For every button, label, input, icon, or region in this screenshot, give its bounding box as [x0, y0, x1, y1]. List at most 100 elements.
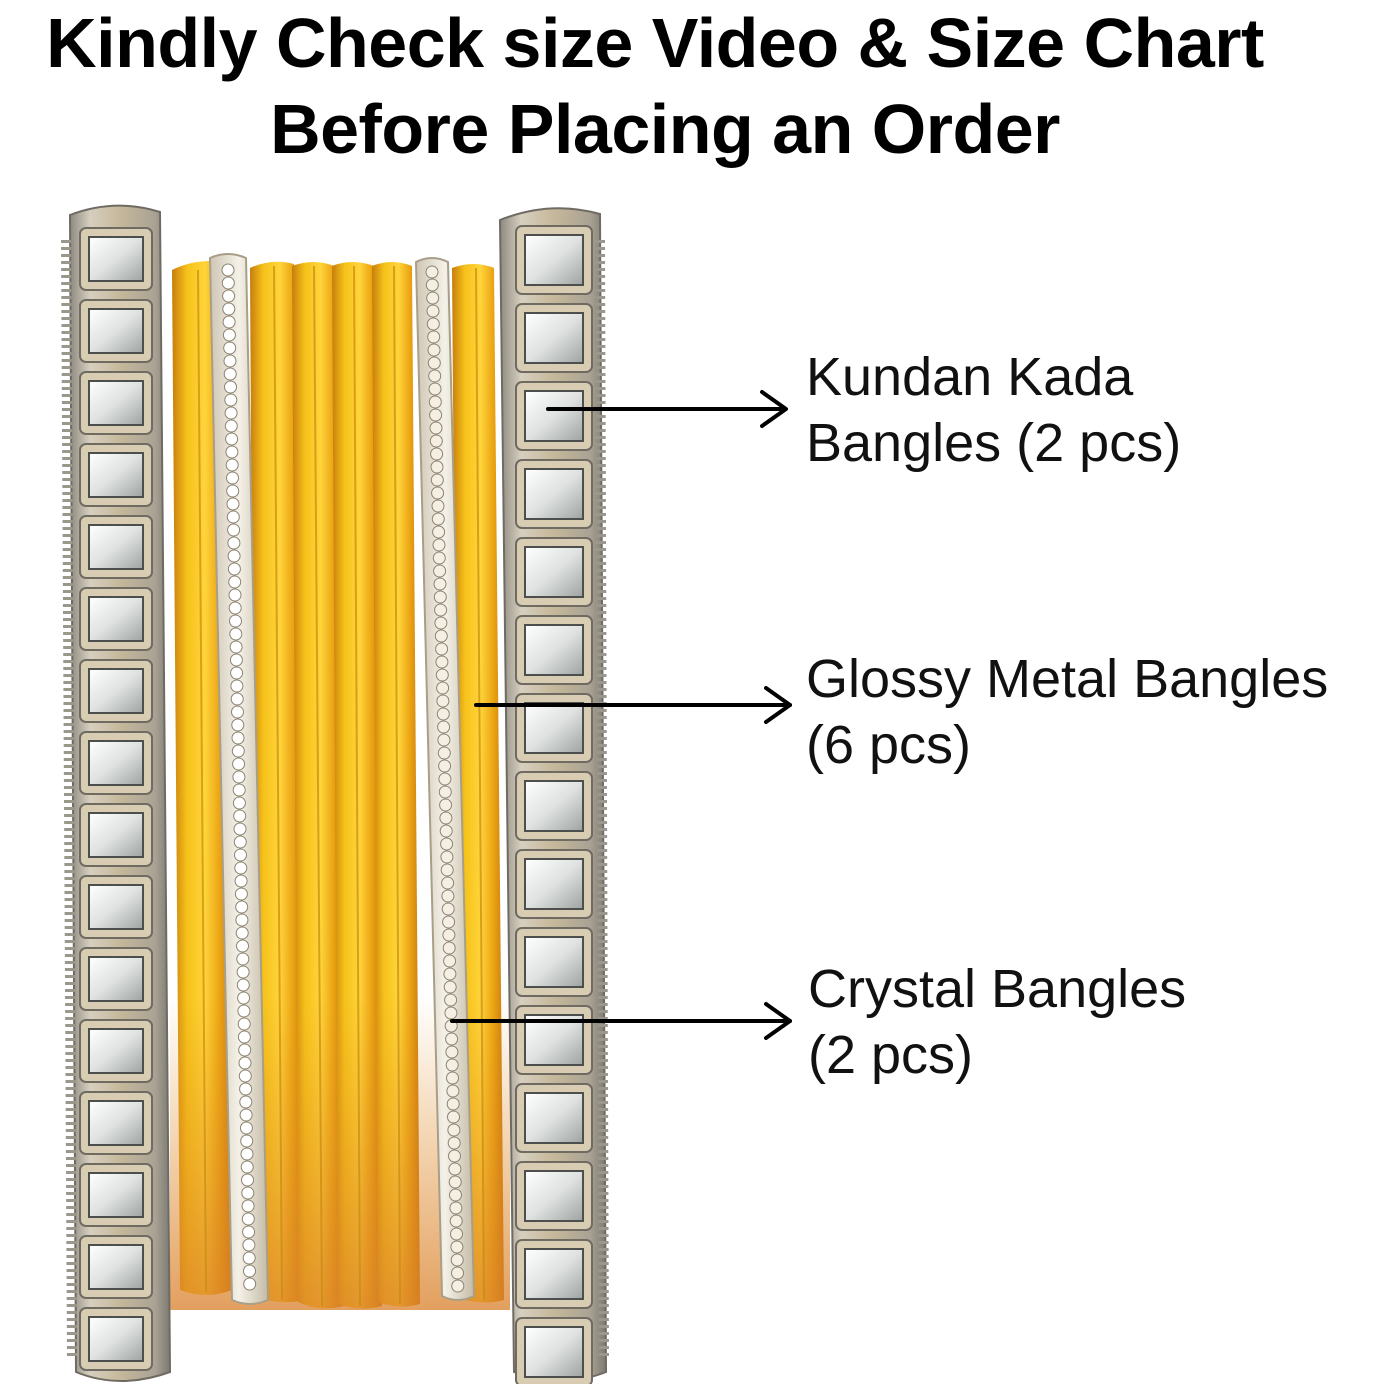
- crystal-stone: [438, 785, 452, 799]
- crystal-stone: [437, 746, 451, 760]
- crystal-stone: [240, 1134, 254, 1148]
- mirror-stone: [88, 812, 144, 858]
- crystal-stone: [231, 744, 245, 758]
- crystal-stone: [446, 1097, 460, 1111]
- crystal-stone: [448, 1162, 462, 1176]
- crystal-stone: [426, 291, 440, 305]
- crystal-stone: [226, 471, 239, 485]
- crystal-stone: [230, 692, 244, 706]
- crystal-stone: [242, 1238, 256, 1252]
- crystal-stone: [236, 978, 250, 992]
- mirror-stone: [88, 380, 144, 426]
- callout-crystal-line-1: Crystal Bangles: [808, 959, 1187, 1019]
- crystal-stone: [229, 627, 243, 641]
- crystal-stone: [444, 993, 458, 1007]
- headline: Kindly Check size Video & Size Chart Bef…: [0, 0, 1310, 172]
- callout-glossy-metal: Glossy Metal Bangles (6 pcs): [806, 646, 1328, 778]
- crystal-stone: [447, 1123, 461, 1137]
- callout-glossy-metal-line-2: (6 pcs): [806, 715, 972, 775]
- crystal-stone: [449, 1214, 463, 1228]
- mirror-stone: [524, 936, 584, 988]
- crystal-stone: [240, 1147, 254, 1161]
- crystal-stone: [221, 263, 235, 277]
- crystal-stone: [238, 1043, 252, 1057]
- crystal-stone: [440, 850, 454, 864]
- crystal-stone: [233, 809, 247, 823]
- mirror-stone: [524, 624, 584, 676]
- crystal-stone: [222, 328, 236, 342]
- crystal-stone: [229, 640, 243, 654]
- crystal-stone: [223, 367, 237, 381]
- crystal-stone: [242, 1225, 256, 1239]
- crystal-stone: [434, 616, 448, 630]
- crystal-stone: [222, 289, 236, 303]
- crystal-stone: [427, 330, 441, 344]
- crystal-stone: [239, 1108, 253, 1122]
- mirror-stone: [524, 780, 584, 832]
- kundan-kada-left: [61, 204, 172, 1382]
- crystal-stone: [232, 770, 246, 784]
- mirror-stone: [88, 740, 144, 786]
- crystal-stone: [440, 837, 454, 851]
- crystal-stone: [228, 575, 242, 589]
- crystal-stone: [432, 538, 446, 552]
- arrow-crystal: [450, 1002, 792, 1040]
- crystal-stone: [222, 315, 236, 329]
- crystal-stone: [443, 954, 457, 968]
- mirror-stone: [88, 1028, 144, 1074]
- headline-line-1: Kindly Check size Video & Size Chart: [46, 4, 1264, 82]
- crystal-stone: [451, 1266, 464, 1280]
- crystal-stone: [435, 668, 449, 682]
- crystal-stone: [236, 965, 250, 979]
- crystal-stone: [234, 848, 247, 862]
- mirror-stone: [524, 546, 584, 598]
- crystal-stone: [236, 939, 249, 953]
- crystal-stone: [426, 317, 440, 331]
- crystal-stone: [243, 1277, 257, 1291]
- crystal-stone: [237, 1030, 251, 1044]
- crystal-stone: [235, 926, 249, 940]
- crystal-stone: [445, 1058, 459, 1072]
- crystal-stone: [235, 900, 249, 914]
- crystal-stone: [229, 653, 243, 667]
- kundan-kada-right: [498, 207, 609, 1384]
- crystal-stone: [237, 1004, 251, 1018]
- crystal-stone: [437, 733, 451, 747]
- crystal-stone: [233, 835, 247, 849]
- crystal-stone: [430, 460, 444, 474]
- crystal-stone: [441, 902, 455, 916]
- crystal-stone: [432, 551, 446, 565]
- crystal-stone: [425, 278, 439, 292]
- crystal-stone: [439, 798, 453, 812]
- headline-line-2: Before Placing an Order: [270, 90, 1060, 168]
- crystal-stone: [438, 772, 452, 786]
- crystal-stone: [225, 458, 239, 472]
- crystal-stone: [449, 1188, 462, 1202]
- mirror-stone: [524, 390, 584, 442]
- crystal-stone: [227, 536, 241, 550]
- crystal-stone: [428, 369, 442, 383]
- crystal-stone: [239, 1121, 253, 1135]
- crystal-stone: [445, 1032, 459, 1046]
- crystal-stone: [223, 354, 237, 368]
- mirror-stone: [88, 1316, 144, 1362]
- crystal-stone: [241, 1212, 255, 1226]
- crystal-stone: [240, 1160, 254, 1174]
- mirror-stone: [88, 884, 144, 930]
- mirror-stone: [524, 234, 584, 286]
- crystal-stone: [239, 1082, 253, 1096]
- crystal-stone: [221, 276, 235, 290]
- crystal-stone: [448, 1175, 462, 1189]
- crystal-stone: [435, 642, 449, 656]
- crystal-stone: [429, 408, 443, 422]
- crystal-stone: [442, 928, 456, 942]
- crystal-stone: [223, 341, 237, 355]
- crystal-stone: [228, 601, 242, 615]
- crystal-stone: [431, 486, 445, 500]
- mirror-stone: [524, 1092, 584, 1144]
- crystal-stone: [225, 445, 239, 459]
- callout-glossy-metal-line-1: Glossy Metal Bangles: [806, 649, 1329, 709]
- callout-arrows: [450, 390, 792, 1040]
- crystal-stone: [441, 876, 455, 890]
- crystal-stone: [238, 1056, 252, 1070]
